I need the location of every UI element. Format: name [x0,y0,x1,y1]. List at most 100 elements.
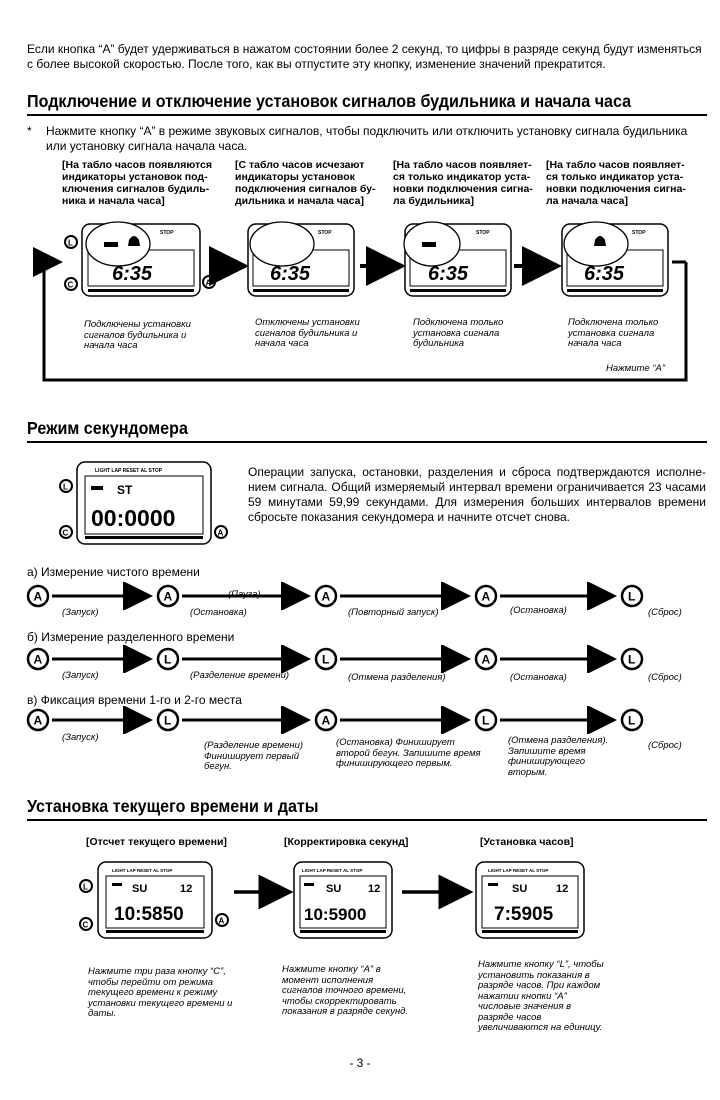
svg-text:A: A [482,590,491,604]
row-a-label-pause: (Пауза) [228,589,261,600]
timeset-step-3-bracket: [Установка часов] [480,836,574,848]
svg-text:C: C [63,529,69,538]
alarm-flow-diagram: 6:35 STOP L C A 6:35 STOP 6:35 STOP 6:35 [33,221,688,382]
svg-text:A: A [164,590,173,604]
svg-text:SU: SU [132,883,147,895]
alarm-state-1-caption: Подключены установки сигналов будильника… [84,319,191,351]
svg-text:L: L [63,483,68,492]
intro-paragraph: Если кнопка “A” будет удерживаться в наж… [27,42,702,71]
svg-text:A: A [34,714,43,728]
svg-text:7:5905: 7:5905 [494,904,554,925]
timeset-step-1-bracket: [Отсчет текущего времени] [86,836,227,848]
stopwatch-section-title: Режим секундомера [27,418,188,438]
timeset-step-1-caption: Нажмите три раза кнопку “C”, чтобы перей… [88,966,233,1019]
svg-text:L: L [628,590,635,604]
row-b-label-split: (Разделение времени) [190,670,290,681]
timeset-watch-3: LIGHT LAP RESET AL STOP SU 12 7:5905 [475,861,585,939]
row-b-label-reset: (Сброс) [648,672,682,683]
alarm-state-2-bracket: [С табло часов исчезают индикаторы устан… [235,159,376,207]
page-number: - 3 - [349,1056,371,1070]
svg-text:L: L [628,653,635,667]
svg-text:6:35: 6:35 [584,263,625,285]
stopwatch-watch: LIGHT LAP RESET AL STOP ST 00:0000 L C A [59,461,228,545]
svg-text:L: L [164,714,171,728]
svg-text:C: C [68,281,74,290]
watch-1-digits: 6:35 [112,263,153,285]
alarm-state-2-caption: Отключены установки сигналов будильника … [255,317,360,349]
alarm-state-4-caption: Подключена только установка сигнала нача… [568,317,659,349]
row-a-label-stop: (Остановка) [190,607,247,618]
svg-text:A: A [218,529,224,538]
row-a-sequence: A A A A L [26,582,644,610]
svg-text:12: 12 [556,883,568,895]
row-c-sequence: A L A L L [26,706,644,734]
press-a-label: Нажмите “A” [606,363,665,374]
alarm-state-1-bracket: [На табло часов появляются индикаторы ус… [62,159,212,207]
svg-text:A: A [34,590,43,604]
timeset-watch-1: LIGHT LAP RESET AL STOP SU 12 10:5850 L … [79,861,229,939]
svg-text:STOP: STOP [476,230,490,236]
timeset-title-rule [27,819,707,821]
alarm-state-4-bracket: [На табло часов появляет-ся только индик… [546,159,686,207]
svg-text:STOP: STOP [160,230,174,236]
row-a-label-reset: (Сброс) [648,607,682,618]
svg-text:A: A [219,917,225,926]
watch-1: 6:35 STOP L C A [64,221,216,297]
watch-3: 6:35 STOP [403,221,512,297]
row-a-title: а) Измерение чистого времени [27,565,200,579]
alarm-title-rule [27,114,707,116]
svg-text:A: A [206,279,212,288]
loop-arrow [33,247,688,382]
svg-text:C: C [83,921,89,930]
svg-text:L: L [83,883,88,892]
row-b-label-unsplit: (Отмена разделения) [348,672,446,683]
svg-text:00:0000: 00:0000 [91,505,175,531]
svg-text:L: L [164,653,171,667]
row-c-label-stop: (Остановка) Финиширует второй бегун. Зап… [336,737,481,769]
svg-text:12: 12 [180,883,192,895]
timeset-step-3-caption: Нажмите кнопку “L”, чтобы установить пок… [478,959,604,1033]
svg-text:LIGHT LAP RESET AL STOP: LIGHT LAP RESET AL STOP [112,868,172,873]
row-b-title: б) Измерение разделенного времени [27,630,235,644]
svg-text:SU: SU [326,883,341,895]
timeset-step-2-caption: Нажмите кнопку “A” в момент исполнения с… [282,964,409,1017]
watch-2: 6:35 STOP [247,221,355,297]
svg-text:LIGHT LAP RESET AL STOP: LIGHT LAP RESET AL STOP [302,868,362,873]
alarm-section-title: Подключение и отключение установок сигна… [27,91,632,111]
row-c-label-reset: (Сброс) [648,740,682,751]
row-c-label-unsplit: (Отмена разделения). Запишите время фини… [508,735,609,778]
svg-text:12: 12 [368,883,380,895]
stopwatch-description: Операции запуска, остановки, разделения … [248,465,706,524]
row-c-label-split: (Разделение времени) Финиширует первый б… [204,740,304,772]
svg-text:STOP: STOP [632,230,646,236]
svg-text:LIGHT LAP RESET AL STOP: LIGHT LAP RESET AL STOP [95,468,163,474]
svg-text:6:35: 6:35 [428,263,469,285]
watch-4: 6:35 STOP [561,221,669,297]
row-b-label-stop: (Остановка) [510,672,567,683]
row-a-label-restart: (Повторный запуск) [348,607,439,618]
svg-text:L: L [628,714,635,728]
row-b-label-start: (Запуск) [62,670,99,681]
row-c-title: в) Фиксация времени 1-го и 2-го места [27,693,242,707]
svg-text:LIGHT LAP RESET AL STOP: LIGHT LAP RESET AL STOP [488,868,548,873]
svg-text:10:5850: 10:5850 [114,904,184,925]
svg-text:A: A [322,590,331,604]
row-a-label-start: (Запуск) [62,607,99,618]
svg-text:6:35: 6:35 [270,263,311,285]
timeset-watch-2: LIGHT LAP RESET AL STOP SU 12 10:5900 [293,861,393,939]
alarm-note: Нажмите кнопку “A” в режиме звуковых сиг… [46,124,688,153]
timeset-diagram: LIGHT LAP RESET AL STOP SU 12 10:5850 L … [79,861,585,939]
svg-text:L: L [482,714,489,728]
alarm-state-3-caption: Подключена только установка сигнала буди… [413,317,504,349]
row-b-sequence: A L L A L [26,645,644,673]
timeset-step-2-bracket: [Корректировка секунд] [284,836,409,848]
svg-text:10:5900: 10:5900 [304,905,366,924]
alarm-state-3-bracket: [На табло часов появляет-ся только индик… [393,159,533,207]
row-c-label-start: (Запуск) [62,732,99,743]
svg-text:L: L [322,653,329,667]
svg-text:STOP: STOP [318,230,332,236]
row-a-label-stop2: (Остановка) [510,605,567,616]
svg-text:A: A [482,653,491,667]
timeset-section-title: Установка текущего времени и даты [27,796,319,816]
svg-text:ST: ST [117,483,133,497]
